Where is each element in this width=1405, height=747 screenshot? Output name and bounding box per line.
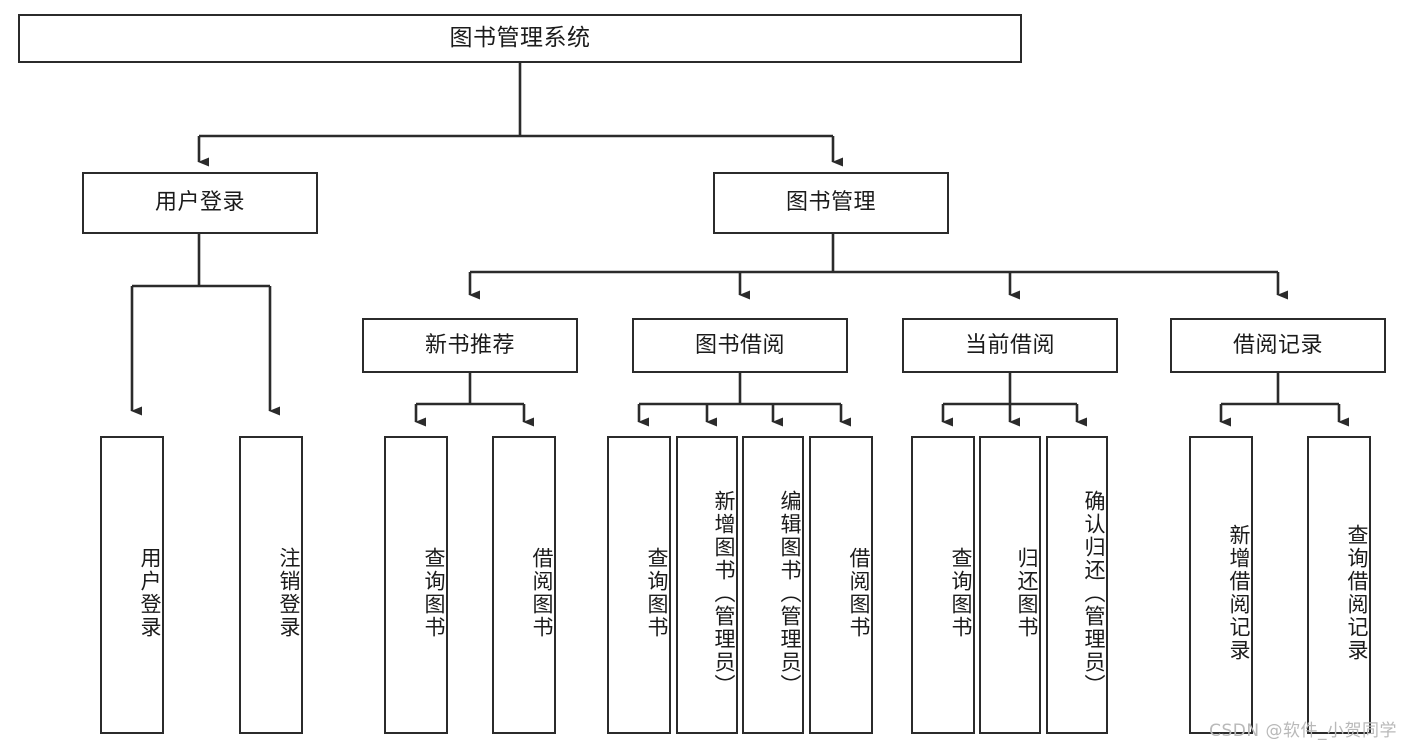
node-leaf-query-book-1-label: 查询图书 [422,547,446,639]
node-root-label: 图书管理系统 [449,24,591,51]
node-leaf-query-borrow-record-label: 查询借阅记录 [1345,524,1369,662]
node-leaf-borrow-book-1-label: 借阅图书 [530,547,554,639]
node-leaf-add-borrow-record[interactable]: 新增借阅记录 [1189,436,1253,734]
node-leaf-logout[interactable]: 注销登录 [239,436,303,734]
node-borrow-records[interactable]: 借阅记录 [1170,318,1386,373]
node-leaf-query-book-3-label: 查询图书 [949,547,973,639]
node-leaf-add-book[interactable]: 新增图书（管理员） [676,436,738,734]
node-leaf-edit-book[interactable]: 编辑图书（管理员） [742,436,804,734]
node-root[interactable]: 图书管理系统 [18,14,1022,63]
node-leaf-add-borrow-record-label: 新增借阅记录 [1227,524,1251,662]
node-leaf-user-login[interactable]: 用户登录 [100,436,164,734]
node-leaf-return-book-label: 归还图书 [1015,547,1039,639]
node-book-management[interactable]: 图书管理 [713,172,949,234]
node-user-login[interactable]: 用户登录 [82,172,318,234]
node-current-borrow-label: 当前借阅 [964,332,1055,358]
node-new-book-recommend[interactable]: 新书推荐 [362,318,578,373]
node-leaf-query-book-3[interactable]: 查询图书 [911,436,975,734]
node-book-borrow[interactable]: 图书借阅 [632,318,848,373]
node-leaf-borrow-book-2-label: 借阅图书 [847,547,871,639]
node-book-borrow-label: 图书借阅 [694,332,785,358]
node-current-borrow[interactable]: 当前借阅 [902,318,1118,373]
node-book-management-label: 图书管理 [785,190,876,216]
node-user-login-label: 用户登录 [154,190,245,216]
node-leaf-query-book-1[interactable]: 查询图书 [384,436,448,734]
node-leaf-borrow-book-2[interactable]: 借阅图书 [809,436,873,734]
node-borrow-records-label: 借阅记录 [1232,332,1323,358]
node-leaf-logout-label: 注销登录 [277,547,301,639]
node-leaf-user-login-label: 用户登录 [138,547,162,639]
node-new-book-recommend-label: 新书推荐 [424,332,515,358]
watermark: CSDN @软件_小贺同学 [1209,721,1397,741]
node-leaf-query-book-2-label: 查询图书 [645,547,669,639]
node-leaf-add-book-label: 新增图书（管理员） [712,489,736,697]
node-leaf-return-book[interactable]: 归还图书 [979,436,1041,734]
node-leaf-confirm-return-label: 确认归还（管理员） [1082,489,1106,697]
node-leaf-confirm-return[interactable]: 确认归还（管理员） [1046,436,1108,734]
node-leaf-query-book-2[interactable]: 查询图书 [607,436,671,734]
node-leaf-borrow-book-1[interactable]: 借阅图书 [492,436,556,734]
node-leaf-query-borrow-record[interactable]: 查询借阅记录 [1307,436,1371,734]
node-leaf-edit-book-label: 编辑图书（管理员） [778,489,802,697]
